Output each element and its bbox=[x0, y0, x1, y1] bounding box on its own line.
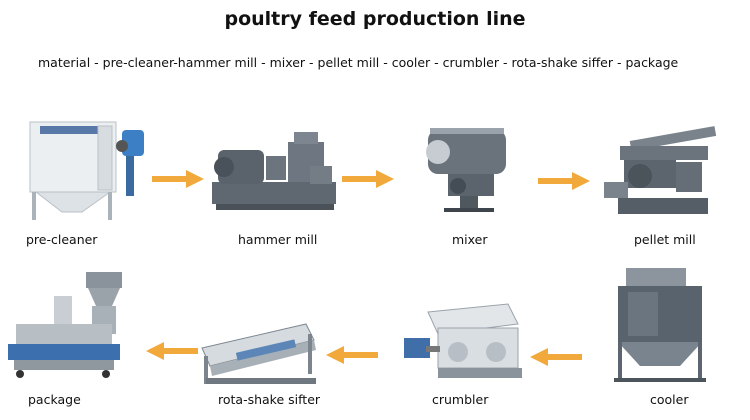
process-summary: material - pre-cleaner-hammer mill - mix… bbox=[38, 55, 678, 70]
diagram-title: poultry feed production line bbox=[0, 8, 750, 30]
arrow-right-icon bbox=[342, 170, 394, 188]
pellet-mill-image bbox=[600, 126, 720, 218]
crumbler-image bbox=[398, 298, 528, 388]
arrow-right-icon bbox=[152, 170, 204, 188]
arrow-left-icon bbox=[326, 346, 378, 364]
step-label-rota-shake-sifter: rota-shake sifter bbox=[218, 392, 320, 407]
step-label-mixer: mixer bbox=[452, 232, 488, 247]
cooler-image bbox=[604, 262, 714, 386]
pre-cleaner-image bbox=[22, 112, 152, 222]
package-image bbox=[6, 266, 136, 386]
mixer-image bbox=[418, 124, 518, 216]
arrow-left-icon bbox=[146, 342, 198, 360]
hammer-mill-image bbox=[210, 122, 340, 214]
rota-shake-sifter-image bbox=[196, 316, 326, 388]
step-label-crumbler: crumbler bbox=[432, 392, 488, 407]
step-label-cooler: cooler bbox=[650, 392, 688, 407]
step-label-hammer-mill: hammer mill bbox=[238, 232, 317, 247]
step-label-package: package bbox=[28, 392, 81, 407]
arrow-right-icon bbox=[538, 172, 590, 190]
step-label-pre-cleaner: pre-cleaner bbox=[26, 232, 97, 247]
step-label-pellet-mill: pellet mill bbox=[634, 232, 696, 247]
arrow-left-icon bbox=[530, 348, 582, 366]
